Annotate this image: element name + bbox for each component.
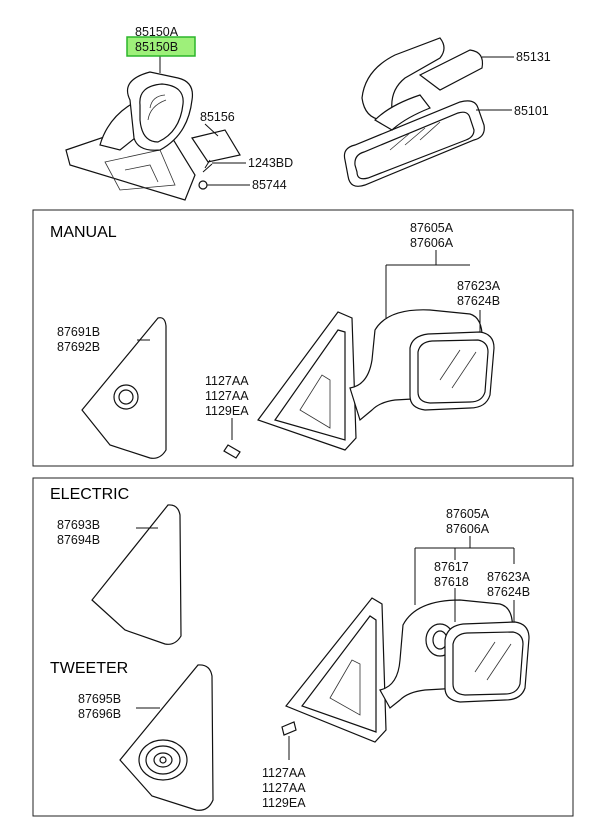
label-e87623A[interactable]: 87623A — [487, 570, 531, 584]
label-85131[interactable]: 85131 — [516, 50, 551, 64]
label-1127AA-a[interactable]: 1127AA — [205, 374, 249, 388]
label-87694B[interactable]: 87694B — [57, 533, 100, 547]
label-e87606A[interactable]: 87606A — [446, 522, 490, 536]
label-87693B[interactable]: 87693B — [57, 518, 100, 532]
label-1127AA-b[interactable]: 1127AA — [205, 389, 249, 403]
tweeter-triangle-cover — [119, 664, 214, 811]
label-85150A: 85150A — [135, 25, 179, 39]
label-m87623A[interactable]: 87623A — [457, 279, 501, 293]
highlight-85150B — [126, 36, 196, 57]
label-85101[interactable]: 85101 — [514, 104, 549, 118]
label-m87624B[interactable]: 87624B — [457, 294, 500, 308]
label-m87605A[interactable]: 87605A — [410, 221, 454, 235]
label-m87606A[interactable]: 87606A — [410, 236, 454, 250]
manual-section-title: MANUAL — [50, 224, 117, 241]
label-e1127AA-b[interactable]: 1127AA — [262, 781, 306, 795]
label-87695B[interactable]: 87695B — [78, 692, 121, 706]
tweeter-section-title: TWEETER — [50, 660, 128, 677]
label-e87605A[interactable]: 87605A — [446, 507, 490, 521]
label-e87618[interactable]: 87618 — [434, 575, 469, 589]
label-87696B[interactable]: 87696B — [78, 707, 121, 721]
electric-section-title: ELECTRIC — [50, 486, 129, 503]
label-e87617[interactable]: 87617 — [434, 560, 469, 574]
manual-screw — [223, 418, 241, 459]
label-85150B[interactable]: 85150B — [135, 40, 178, 54]
label-e1127AA-a[interactable]: 1127AA — [262, 766, 306, 780]
electric-screw — [281, 721, 297, 760]
manual-outside-mirror — [257, 309, 495, 451]
label-1243BD[interactable]: 1243BD — [248, 156, 293, 170]
label-e87624B[interactable]: 87624B — [487, 585, 530, 599]
label-87692B[interactable]: 87692B — [57, 340, 100, 354]
electric-triangle-cover — [91, 504, 182, 645]
manual-section-box — [32, 209, 574, 467]
label-e1129EA[interactable]: 1129EA — [262, 796, 306, 810]
label-87691B[interactable]: 87691B — [57, 325, 100, 339]
inside-mirror-assembly — [65, 71, 241, 201]
label-85156[interactable]: 85156 — [200, 110, 235, 124]
rearview-mirror-assembly — [343, 37, 485, 187]
leader-85156 — [204, 123, 219, 137]
electric-section-box — [32, 477, 574, 817]
manual-triangle-cover — [81, 317, 167, 459]
label-1129EA[interactable]: 1129EA — [205, 404, 249, 418]
label-85744[interactable]: 85744 — [252, 178, 287, 192]
electric-outside-mirror — [285, 597, 530, 743]
